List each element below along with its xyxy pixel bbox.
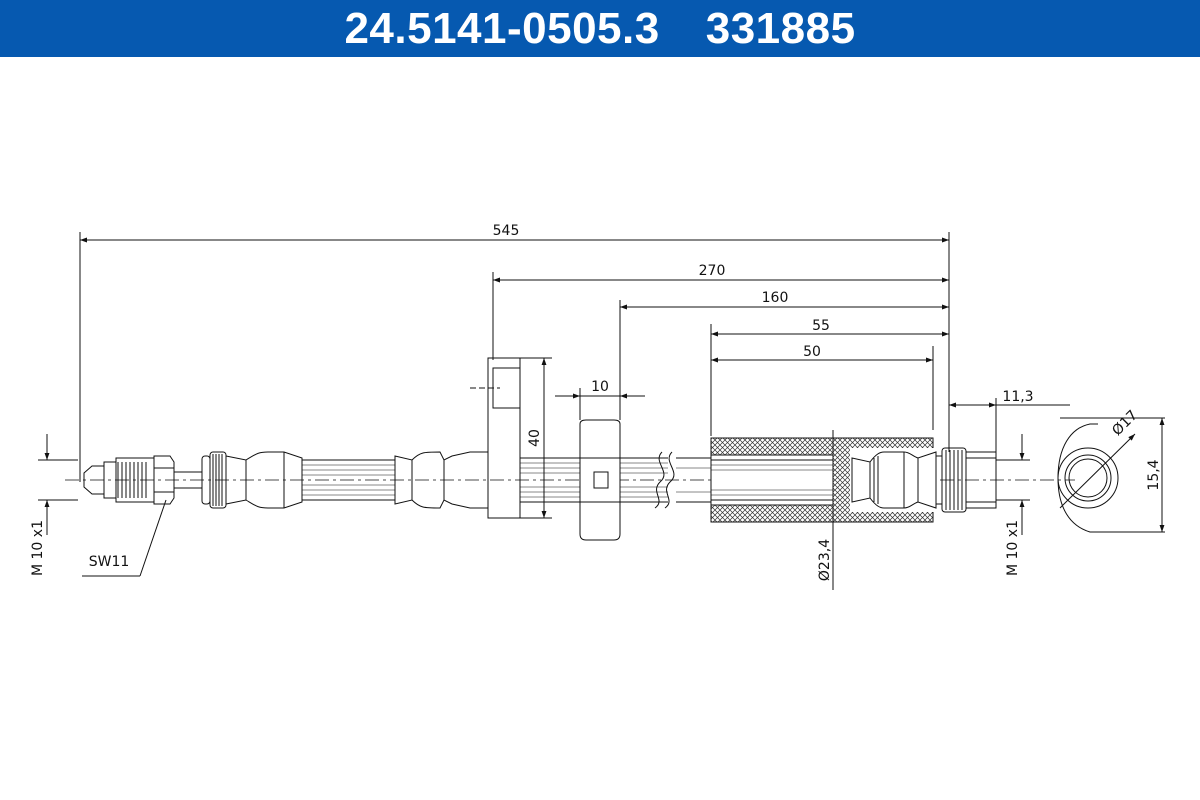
reference-number: 331885 (705, 3, 856, 53)
hose-left-section (302, 459, 395, 501)
end-fitting (965, 451, 997, 509)
eye-diameter-label: Ø17 (1109, 407, 1141, 439)
end-view-eye (1057, 423, 1098, 533)
sleeve-diameter-label: Ø23,4 (817, 539, 833, 581)
wrench-size-label: SW11 (89, 554, 130, 570)
title-bar: 24.5141-0505.3 331885 (0, 0, 1200, 57)
dim-55: 55 (812, 318, 830, 334)
dim-11-3: 11,3 (1002, 389, 1033, 405)
dim-50: 50 (803, 344, 821, 360)
mounting-bracket (487, 357, 521, 519)
dim-160: 160 (762, 290, 789, 306)
dim-545: 545 (493, 223, 520, 239)
hex-nut (153, 455, 175, 505)
thread-left-label: M 10 x1 (30, 520, 46, 576)
eye-height-label: 15,4 (1146, 459, 1162, 490)
dim-10: 10 (591, 379, 609, 395)
dim-40: 40 (527, 429, 543, 447)
hose-right-section (676, 457, 711, 503)
part-number: 24.5141-0505.3 (344, 3, 660, 53)
dim-270: 270 (699, 263, 726, 279)
thread-right-label: M 10 x1 (1005, 520, 1021, 576)
